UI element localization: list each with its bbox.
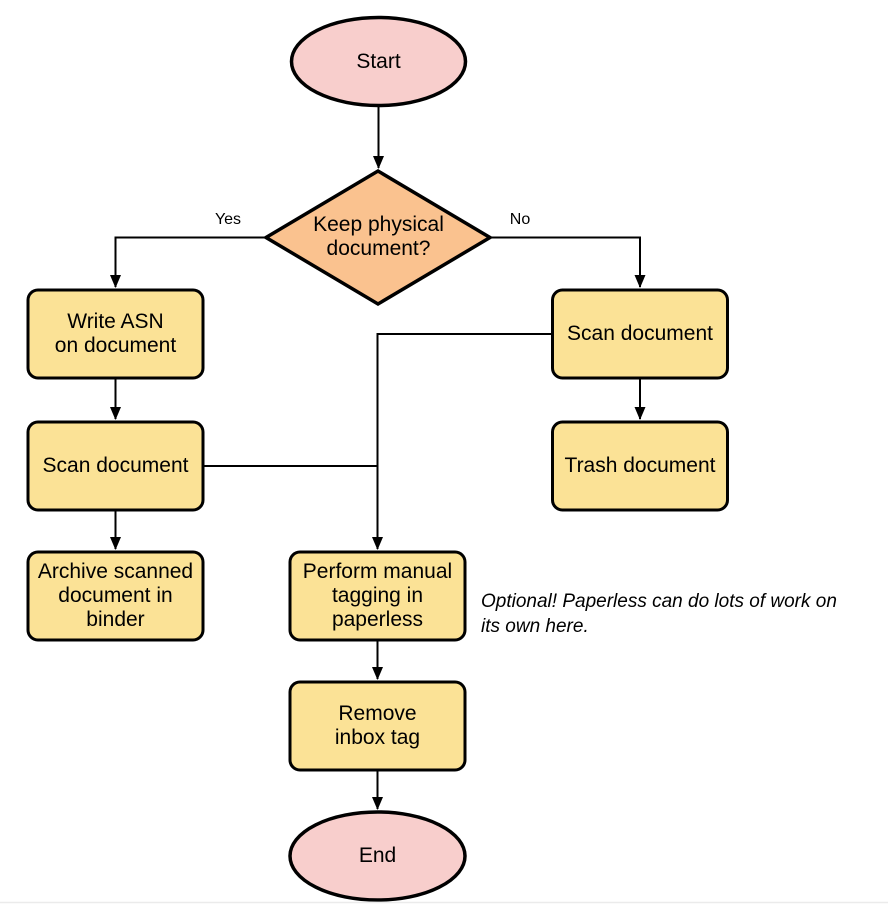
- trash-node-shape: [551, 420, 729, 512]
- write-asn-node-shape: [26, 288, 205, 380]
- end-node-shape: [288, 810, 467, 902]
- edge-decision-no-to-scan-right: [490, 236, 646, 288]
- archive-node-shape: [26, 550, 205, 642]
- remove-inbox-node-shape: [288, 680, 467, 772]
- edge-decision-yes-to-write-asn: [110, 236, 266, 288]
- decision-node-shape: [262, 168, 494, 307]
- tagging-node-shape: [288, 550, 467, 642]
- optional-note: Optional! Paperless can do lots of work …: [481, 591, 837, 637]
- scan-right-node-shape: [551, 288, 729, 380]
- start-node-shape: [289, 15, 468, 108]
- edge-scan-right-to-tagging: [372, 333, 553, 550]
- scan-left-node-shape: [26, 420, 205, 512]
